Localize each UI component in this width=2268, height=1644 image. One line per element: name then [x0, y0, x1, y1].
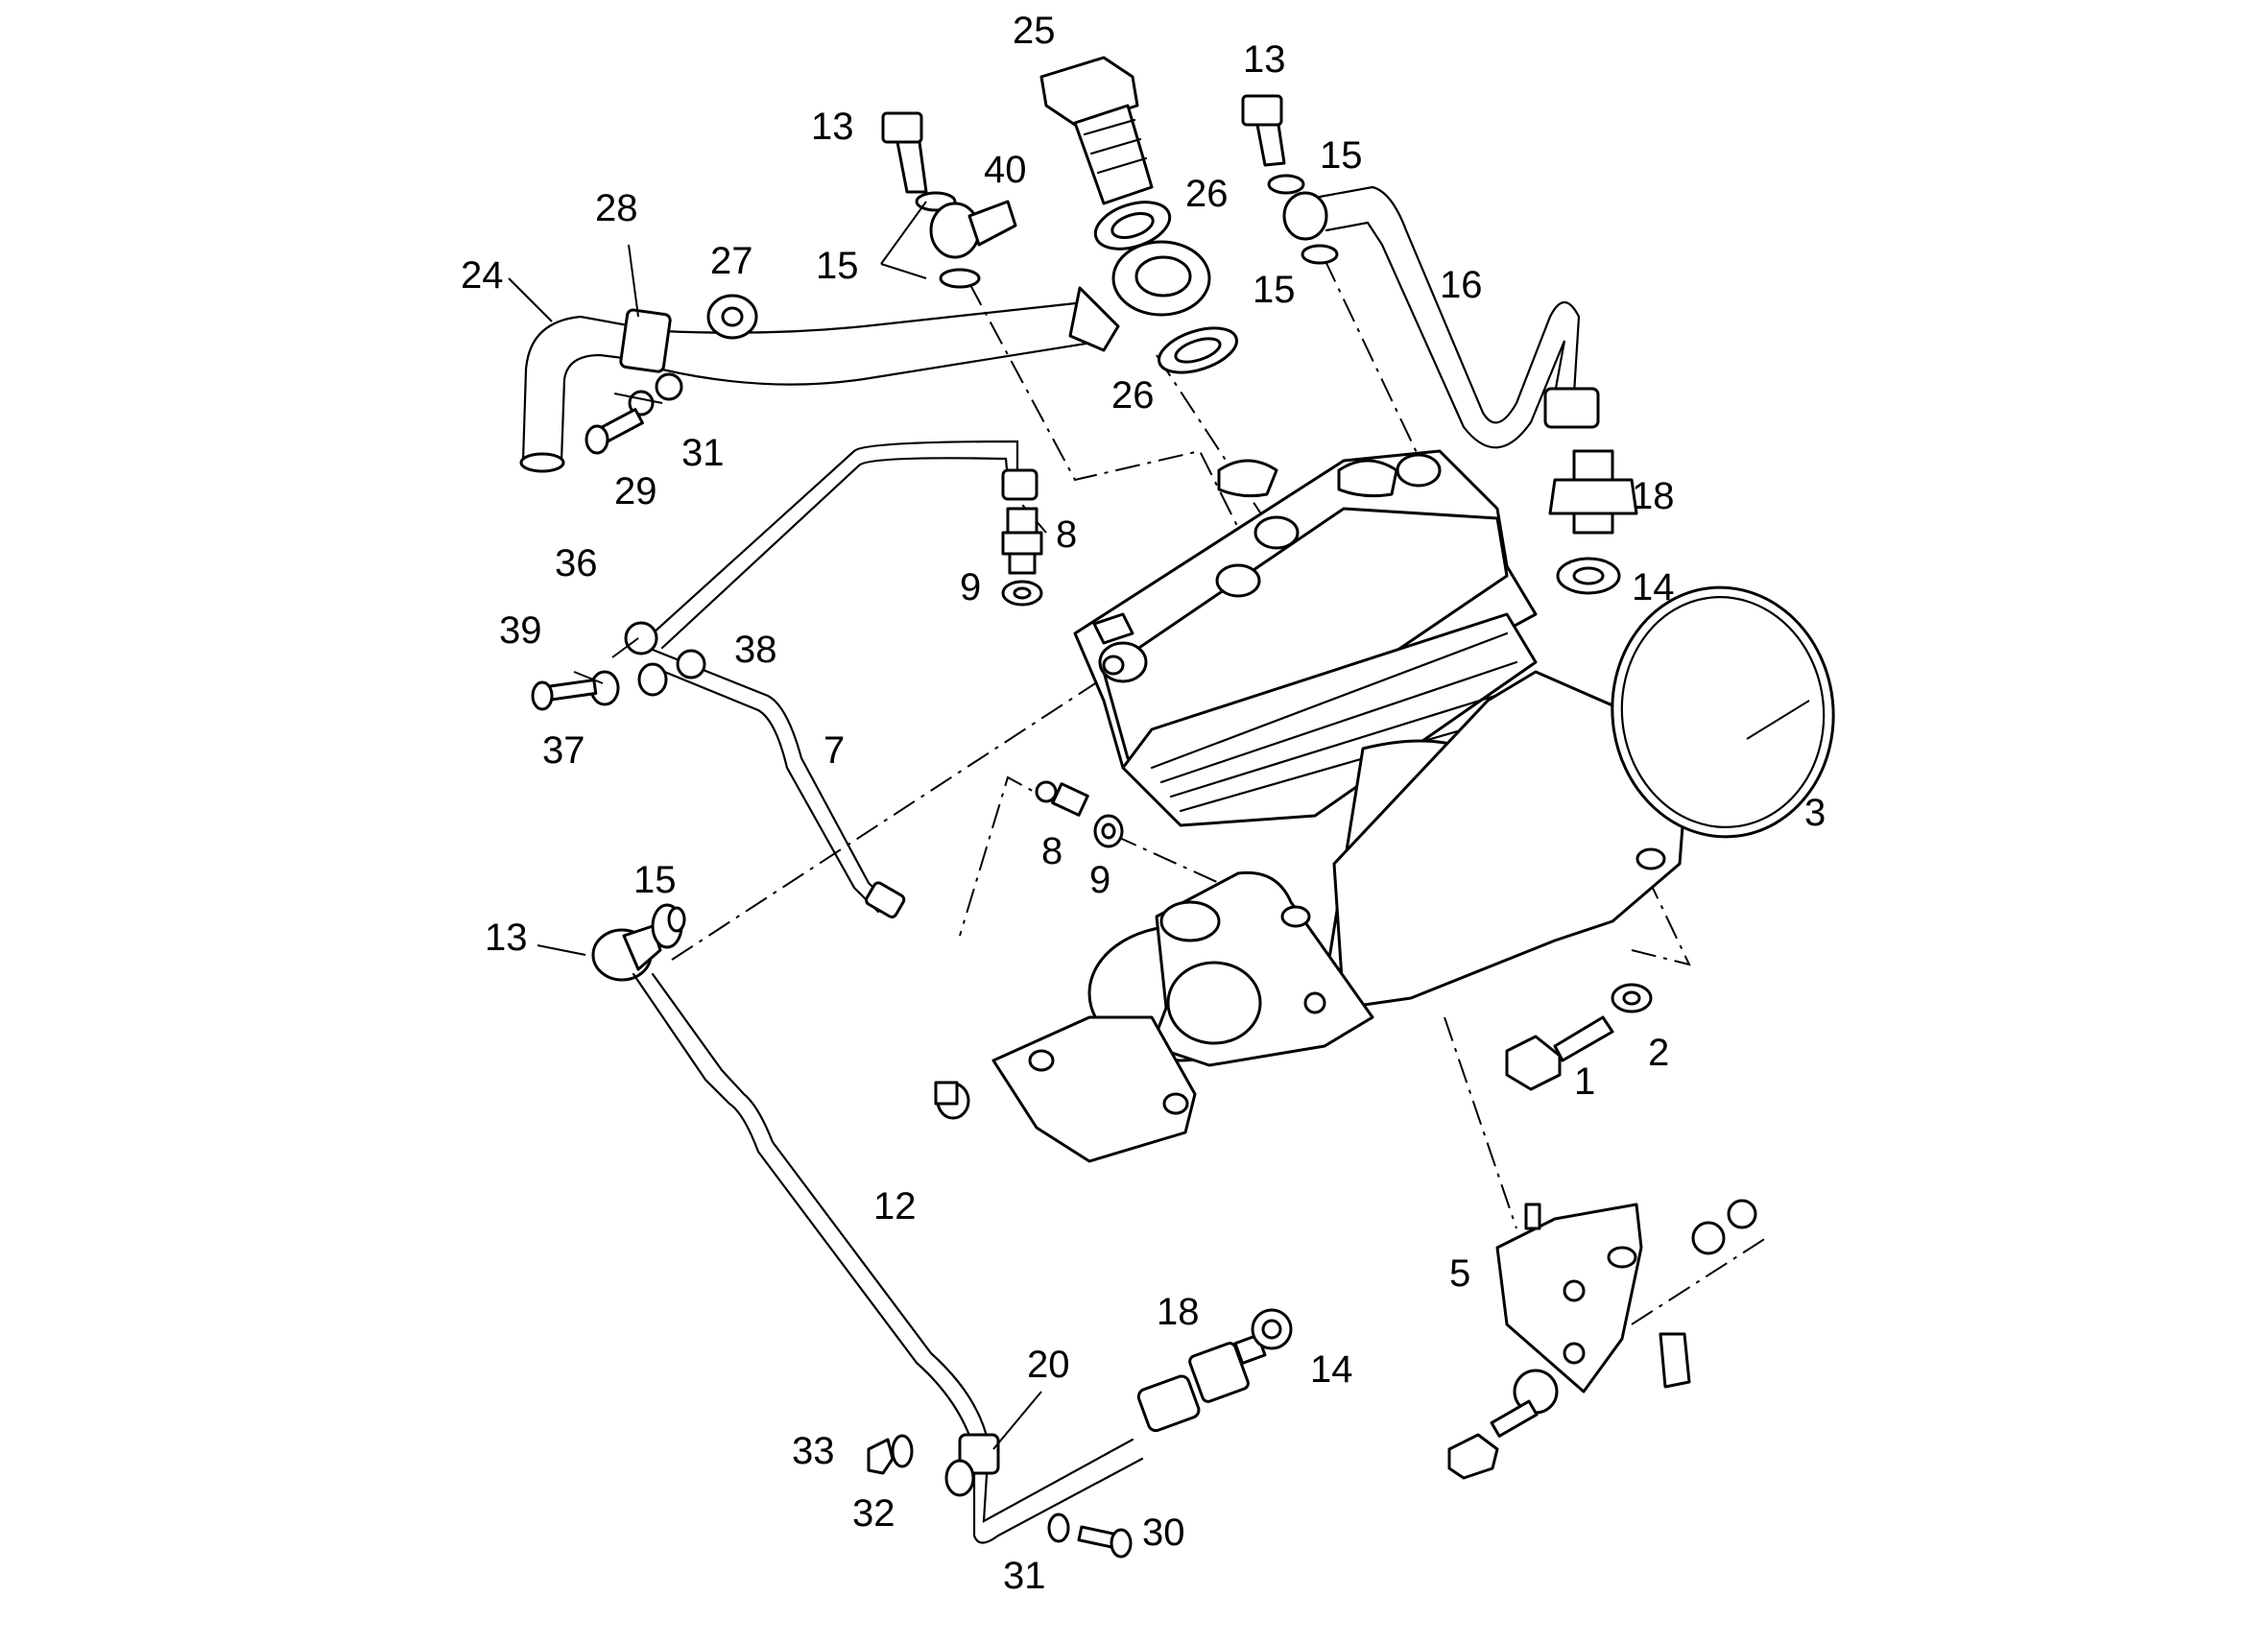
callout-14-bottom: 14	[1310, 1348, 1353, 1391]
seal-14-bottom	[1251, 1308, 1293, 1350]
seal-ring-26-lower	[1158, 326, 1238, 374]
callout-3: 3	[1804, 792, 1826, 834]
compressor-body	[1073, 449, 1691, 1067]
hose-24	[519, 240, 1211, 473]
clamp-20	[944, 1433, 1000, 1497]
clamp-28	[619, 308, 672, 373]
bolt-30-washer-31	[1047, 1513, 1133, 1559]
clamp-36-bolt-37-39-38	[531, 621, 706, 711]
callout-26-lower: 26	[1111, 374, 1155, 417]
callout-36: 36	[555, 542, 598, 584]
callout-2: 2	[1648, 1032, 1669, 1074]
callout-29: 29	[614, 470, 657, 512]
callout-32: 32	[852, 1492, 895, 1535]
pipe-16	[1282, 185, 1600, 449]
callout-38: 38	[734, 629, 777, 671]
callout-14-top: 14	[1632, 566, 1675, 608]
banjo-bolt-13-top-right	[1241, 94, 1339, 265]
callout-20: 20	[1027, 1344, 1070, 1386]
callout-5: 5	[1449, 1252, 1470, 1295]
cover-plate	[934, 1015, 1197, 1163]
seal-14-top	[1556, 557, 1621, 595]
o-ring-3	[1611, 585, 1835, 839]
callout-7: 7	[824, 729, 845, 772]
callout-15-top-left: 15	[816, 245, 859, 287]
seal-ring-26-top	[1093, 201, 1172, 250]
washer-9-middle	[1093, 814, 1124, 848]
callout-13-left: 13	[485, 917, 528, 959]
callout-28: 28	[595, 187, 638, 229]
spacer-27	[706, 294, 758, 340]
callout-13-top-left: 13	[811, 106, 854, 148]
washer-9-top	[1001, 580, 1043, 607]
callout-24: 24	[461, 254, 504, 297]
callout-18-bottom: 18	[1157, 1291, 1200, 1333]
union-18-top	[1548, 449, 1638, 535]
fitting-8-middle	[1035, 780, 1089, 817]
callout-12: 12	[873, 1185, 917, 1227]
callout-25: 25	[1013, 10, 1056, 52]
nut-33-washer-32	[867, 1434, 914, 1475]
callout-16: 16	[1440, 264, 1483, 306]
callout-33: 33	[792, 1430, 835, 1472]
callout-15-left: 15	[633, 859, 677, 901]
callout-9-middle: 9	[1089, 859, 1110, 901]
bracket-5	[1447, 1199, 1757, 1480]
callout-8-middle: 8	[1041, 830, 1062, 872]
callout-39: 39	[499, 609, 542, 652]
banjo-fitting-40	[929, 200, 1017, 259]
callout-18-top: 18	[1632, 475, 1675, 517]
callout-27: 27	[710, 240, 753, 282]
union-18-bottom	[1136, 1333, 1267, 1433]
callout-37: 37	[542, 729, 585, 772]
callout-26-top: 26	[1185, 173, 1229, 215]
callout-15-right-lower: 15	[1253, 269, 1296, 311]
callout-9-top: 9	[960, 566, 981, 608]
callout-8-top: 8	[1056, 513, 1077, 556]
fitting-8-top	[1001, 507, 1043, 575]
callout-31-bottom: 31	[1003, 1555, 1046, 1597]
bolt-1	[1505, 1015, 1614, 1091]
callout-labels: 25 13 13 13 40 15 15 15 15 26 26 28 27 2…	[461, 10, 1826, 1597]
banjo-bolt-13-top-left	[881, 111, 981, 289]
callout-1: 1	[1574, 1060, 1595, 1103]
callout-31-top: 31	[681, 432, 725, 474]
callout-40: 40	[984, 149, 1027, 191]
pipe-7	[646, 440, 1039, 918]
washer-2	[1611, 983, 1653, 1013]
callout-13-top-right: 13	[1243, 38, 1286, 81]
banjo-13-15-left	[591, 903, 686, 982]
callout-leaders	[508, 201, 1810, 1450]
pipe-12	[632, 972, 1144, 1544]
assembly-center-lines	[671, 258, 1767, 1325]
callout-15-top-right: 15	[1320, 134, 1363, 177]
bolt-25	[1039, 56, 1154, 205]
callout-30: 30	[1142, 1512, 1185, 1554]
bolt-29-washer-31	[585, 372, 683, 455]
